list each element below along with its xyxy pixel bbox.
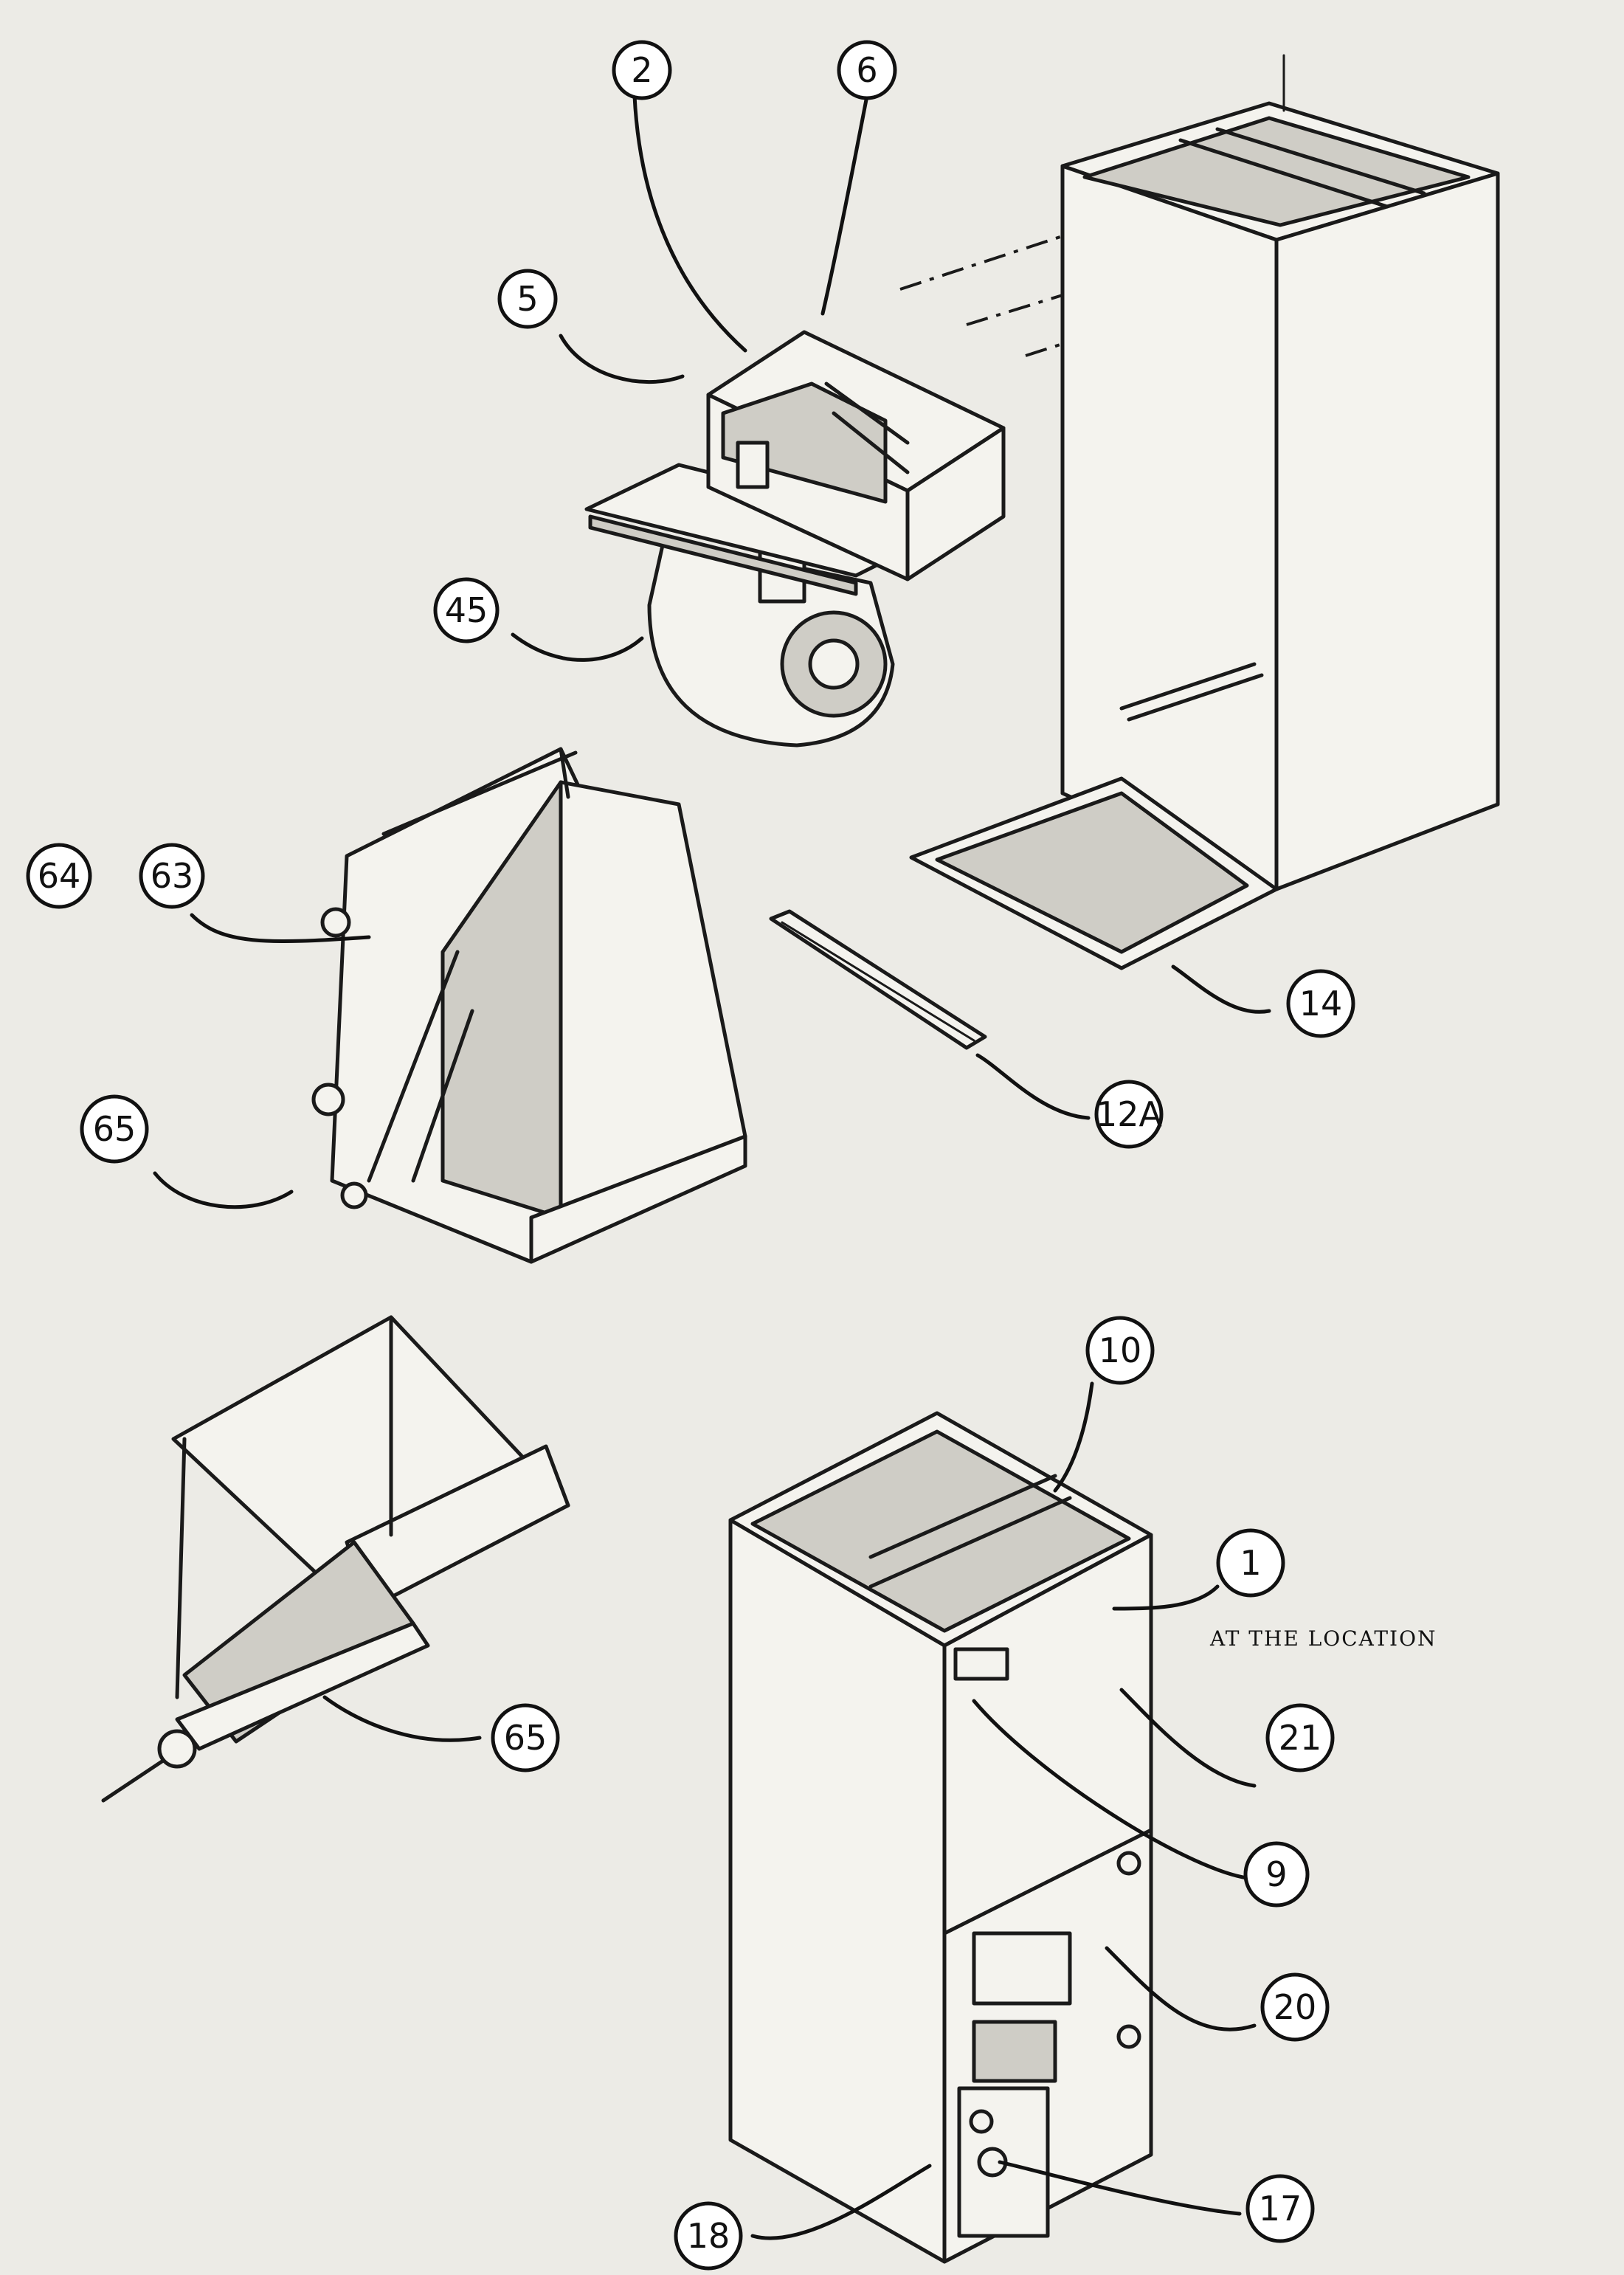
callout-45: 45 <box>433 577 500 643</box>
svg-text:12A: 12A <box>1096 1094 1163 1134</box>
callout-65-slope: 65 <box>491 1703 560 1772</box>
svg-text:65: 65 <box>93 1109 137 1149</box>
svg-text:10: 10 <box>1099 1330 1142 1370</box>
callout-12a: 12A <box>1094 1080 1164 1149</box>
svg-text:45: 45 <box>445 590 488 630</box>
svg-text:9: 9 <box>1265 1854 1287 1894</box>
svg-text:65: 65 <box>504 1718 547 1758</box>
control-box <box>706 330 1006 581</box>
svg-text:5: 5 <box>516 279 538 319</box>
svg-text:18: 18 <box>687 2216 730 2256</box>
svg-text:21: 21 <box>1279 1718 1322 1758</box>
svg-text:63: 63 <box>151 856 194 896</box>
callout-63: 63 <box>139 843 205 909</box>
callout-65-coil: 65 <box>80 1094 149 1164</box>
svg-text:1: 1 <box>1240 1543 1261 1583</box>
callout-2: 2 <box>612 40 672 100</box>
svg-text:14: 14 <box>1299 984 1343 1023</box>
callout-20: 20 <box>1260 1972 1330 2042</box>
svg-text:2: 2 <box>631 50 652 90</box>
callout-10: 10 <box>1085 1316 1155 1385</box>
callout-14: 14 <box>1286 969 1355 1038</box>
callout-5: 5 <box>497 269 558 329</box>
svg-text:64: 64 <box>38 856 81 896</box>
leader-lines <box>153 94 1271 2240</box>
callout-9: 9 <box>1243 1841 1310 1908</box>
svg-text:20: 20 <box>1274 1987 1317 2027</box>
svg-text:17: 17 <box>1259 2189 1302 2229</box>
slope-coil <box>101 1315 570 1803</box>
callout-17: 17 <box>1245 2174 1315 2243</box>
assembled-air-handler <box>728 1411 1153 2264</box>
cabinet-shell <box>899 54 1500 891</box>
cabinet-base-pan <box>909 776 1279 970</box>
callout-21: 21 <box>1265 1703 1335 1772</box>
location-note: AT THE LOCATION <box>1209 1626 1437 1651</box>
evaporator-coil <box>311 747 747 1264</box>
callout-64: 64 <box>26 843 92 909</box>
callout-6: 6 <box>837 40 897 100</box>
callout-18: 18 <box>674 2201 743 2271</box>
svg-text:6: 6 <box>856 50 877 90</box>
callout-1: 1 <box>1216 1528 1285 1598</box>
support-rail <box>769 909 987 1050</box>
